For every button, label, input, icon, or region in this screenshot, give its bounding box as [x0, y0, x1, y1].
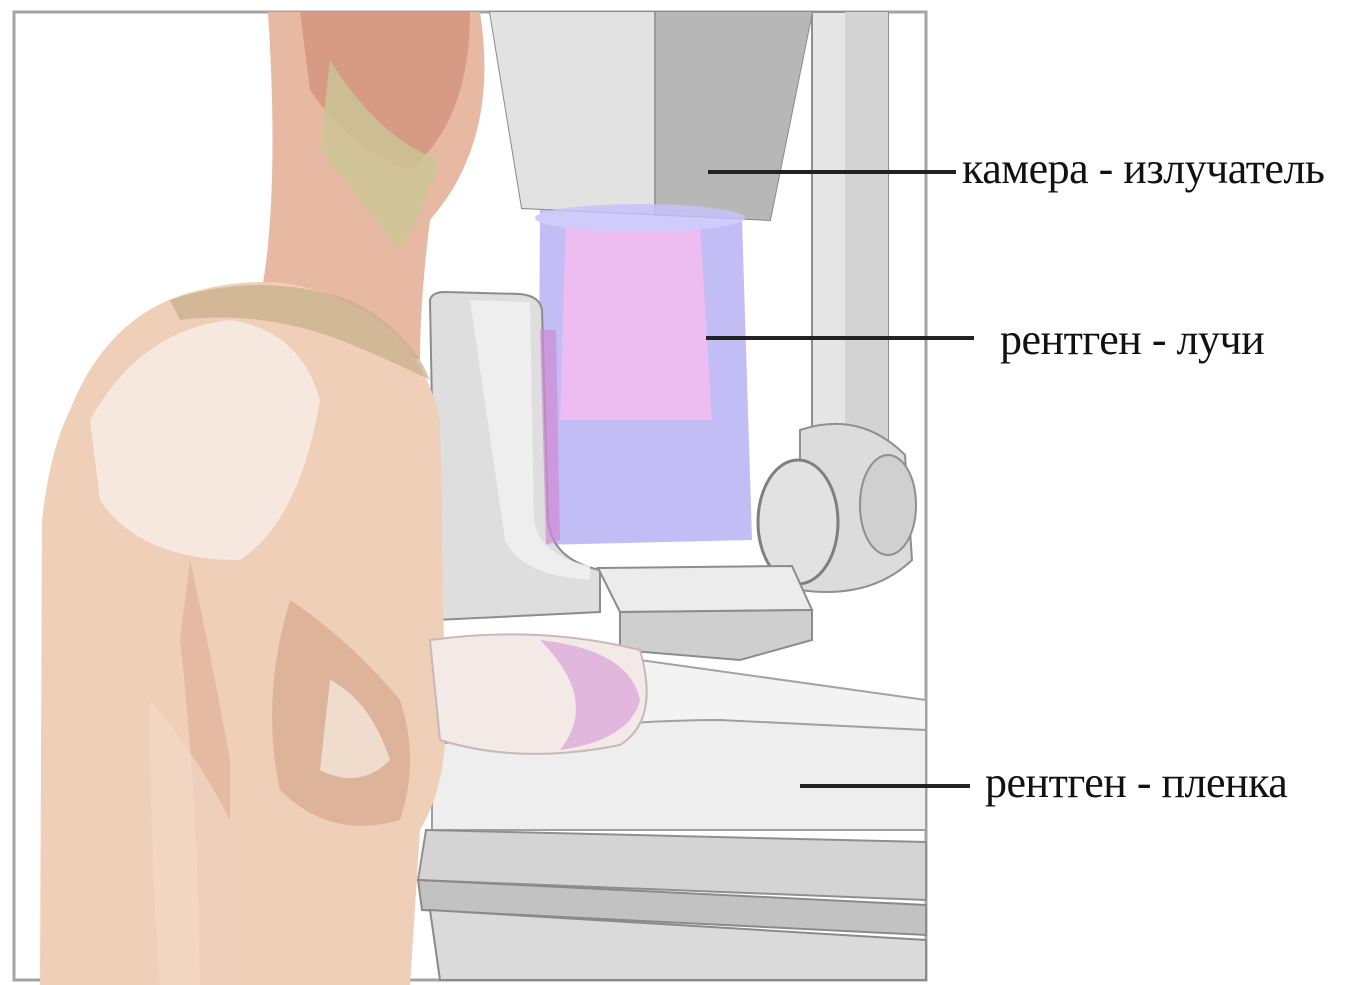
xray-beam [535, 204, 752, 545]
xray-rays-label: рентген - лучи [1000, 318, 1264, 362]
xray-film-label: рентген - пленка [985, 761, 1287, 805]
xray-emitter [490, 12, 812, 220]
camera-emitter-label: камера - излучатель [962, 147, 1324, 191]
